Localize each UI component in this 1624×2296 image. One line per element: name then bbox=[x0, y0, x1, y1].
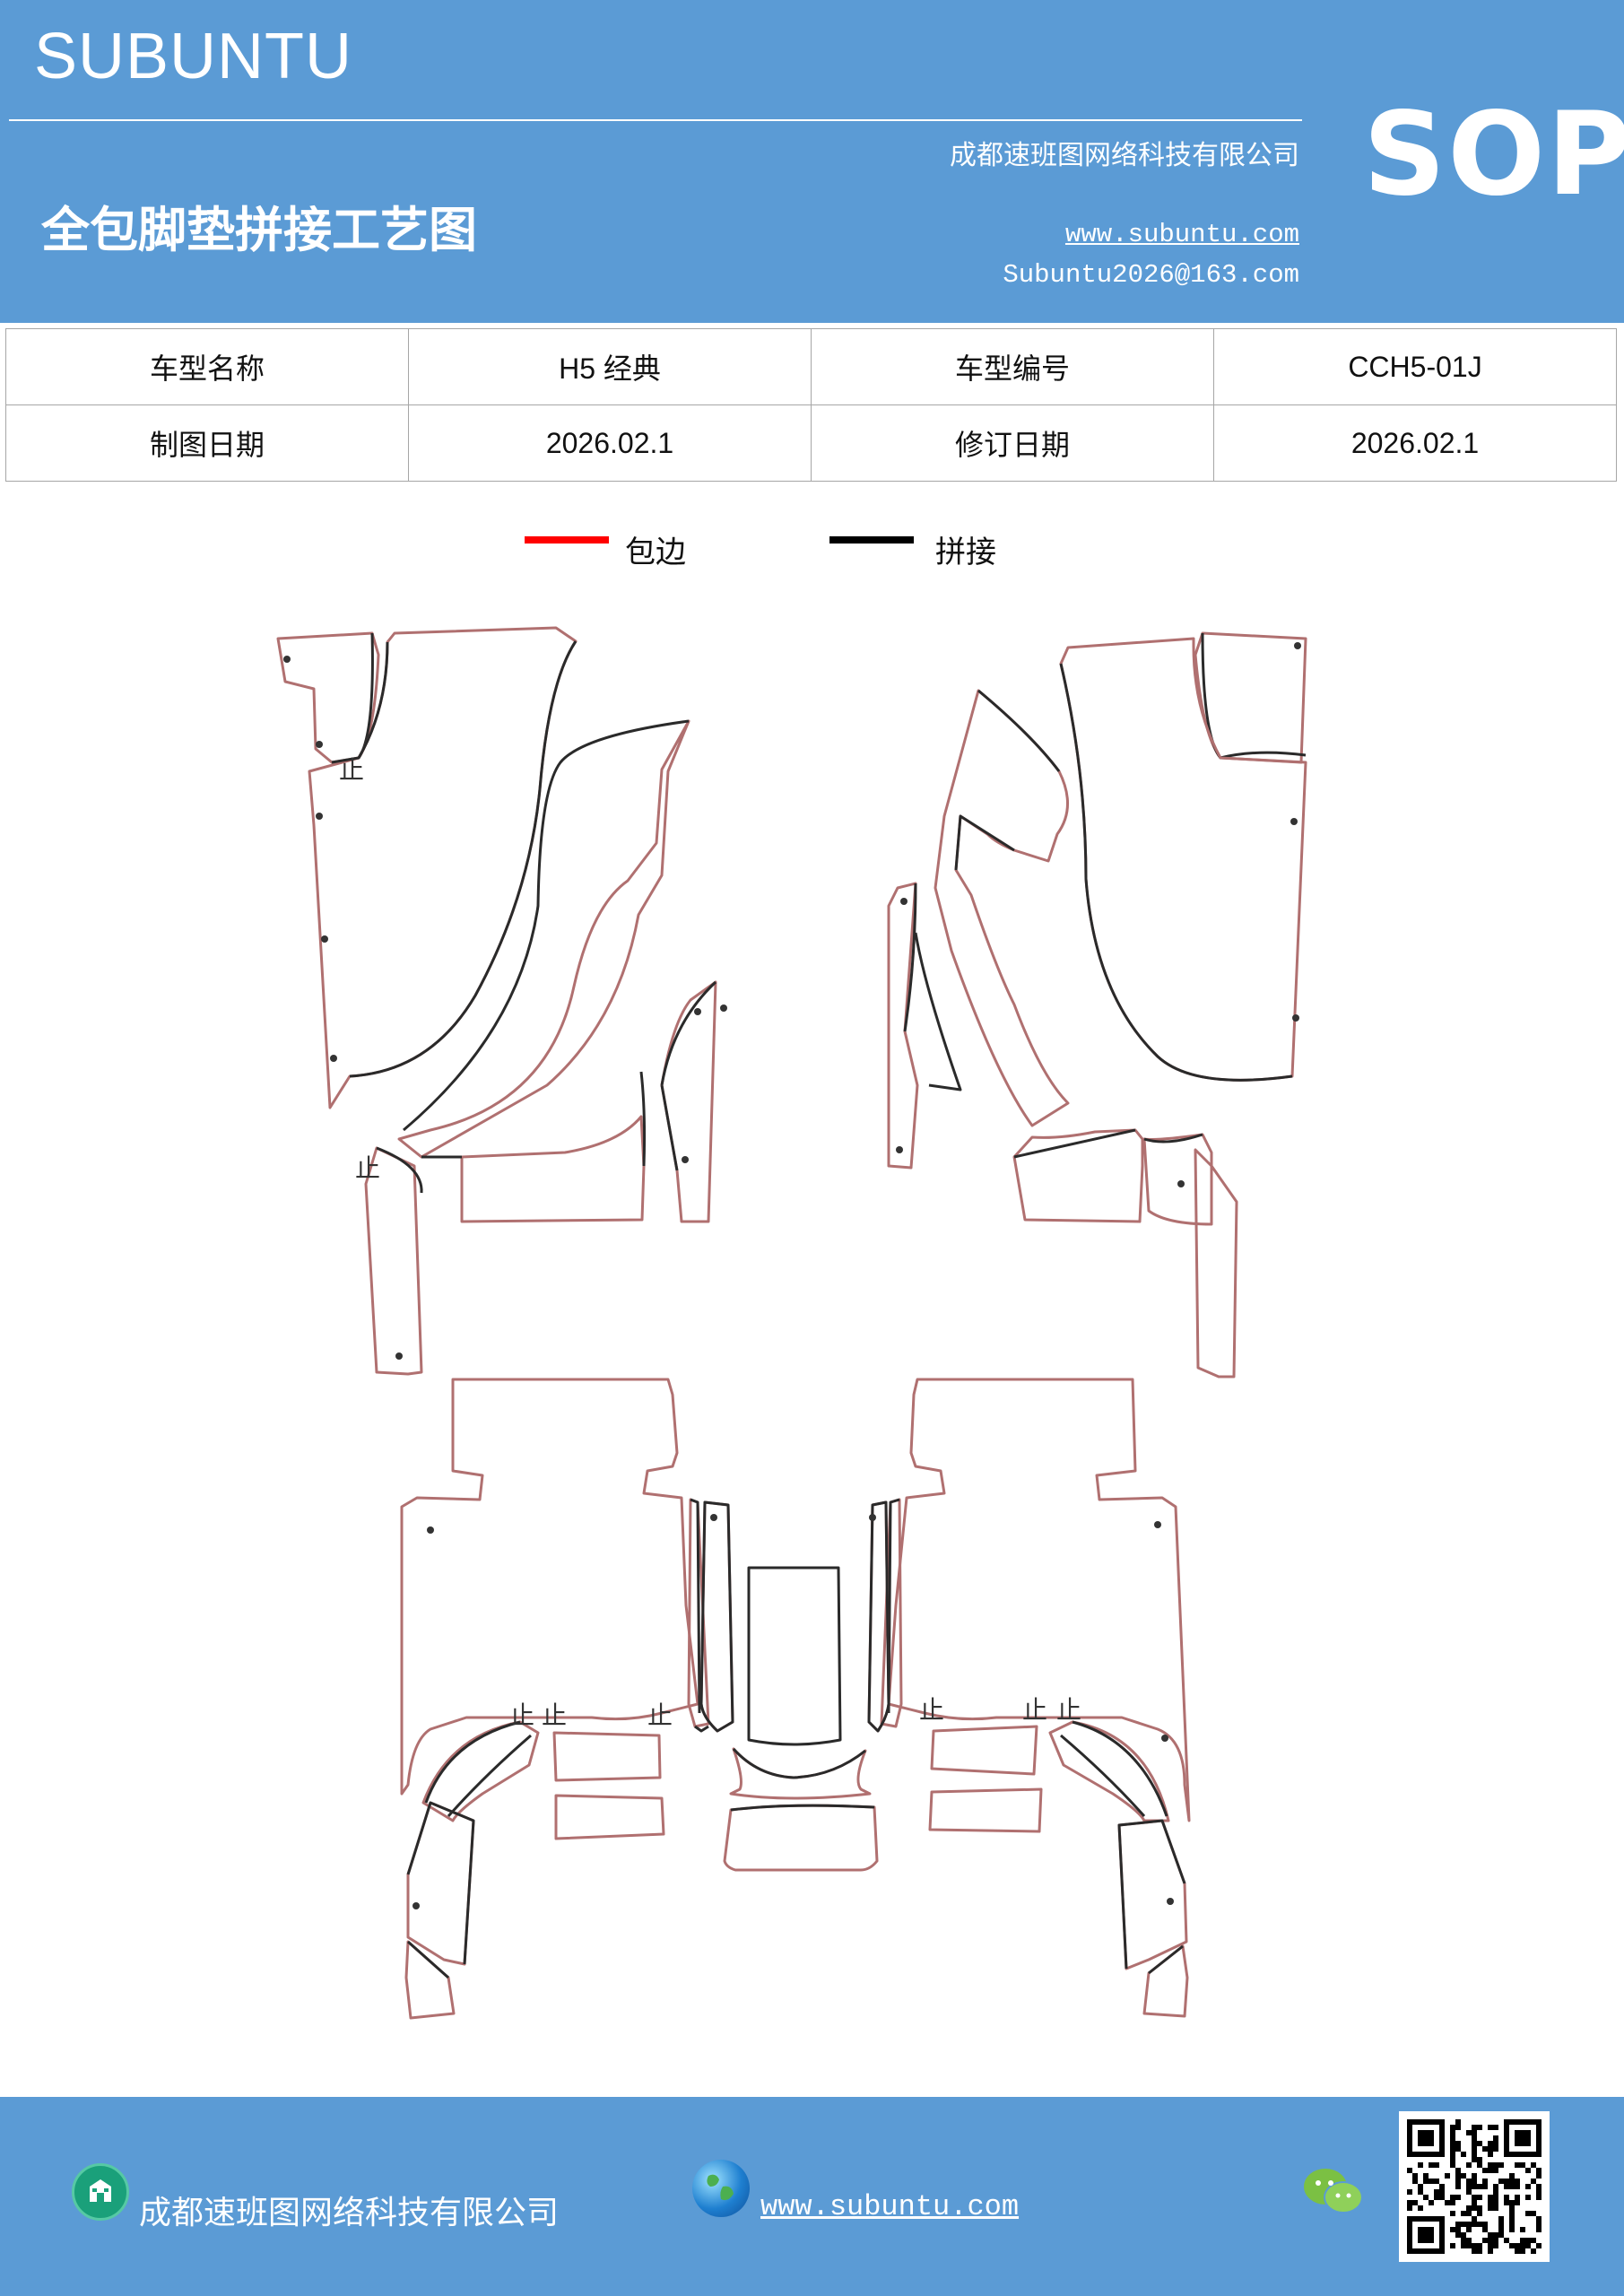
pattern-piece bbox=[747, 1566, 842, 1746]
header-website-link[interactable]: www.subuntu.com bbox=[1064, 220, 1299, 249]
model-name-label: 车型名称 bbox=[5, 328, 409, 405]
stop-mark-label: 止 bbox=[1022, 1695, 1047, 1725]
pattern-piece bbox=[934, 689, 1070, 1127]
pattern-piece bbox=[660, 980, 717, 1223]
globe-icon bbox=[692, 2160, 750, 2217]
model-name-value: H5 经典 bbox=[408, 328, 812, 405]
qr-code bbox=[1399, 2111, 1550, 2262]
pattern-piece bbox=[1142, 1133, 1213, 1226]
pattern-piece bbox=[460, 1115, 646, 1223]
pattern-piece bbox=[930, 1725, 1038, 1776]
front-right-group bbox=[720, 631, 1307, 1378]
pattern-piece bbox=[928, 1787, 1043, 1833]
pattern-piece bbox=[397, 719, 690, 1159]
model-code-value: CCH5-01J bbox=[1213, 328, 1617, 405]
header-banner: SUBUNTU 成都速班图网络科技有限公司 全包脚垫拼接工艺图 www.subu… bbox=[0, 0, 1624, 323]
pattern-piece bbox=[887, 882, 919, 1170]
draw-date-value: 2026.02.1 bbox=[408, 404, 812, 482]
stop-mark-label: 止 bbox=[339, 755, 364, 785]
pattern-piece bbox=[1012, 1128, 1144, 1223]
footer-website-link[interactable]: www.subuntu.com bbox=[760, 2190, 1020, 2223]
header-email: Subuntu2026@163.com bbox=[1003, 260, 1299, 290]
draw-date-label: 制图日期 bbox=[5, 404, 409, 482]
brand-name: SUBUNTU bbox=[34, 21, 353, 92]
pattern-piece bbox=[276, 631, 380, 764]
revise-date-value: 2026.02.1 bbox=[1213, 404, 1617, 482]
pattern-piece bbox=[554, 1794, 665, 1840]
wechat-icon bbox=[1300, 2163, 1367, 2219]
splice-legend-label: 拼接 bbox=[935, 535, 996, 570]
rear-right-group bbox=[867, 1378, 1191, 2018]
pattern-piece bbox=[723, 1804, 879, 1872]
stop-mark-label: 止 bbox=[355, 1153, 380, 1183]
model-code-label: 车型编号 bbox=[811, 328, 1214, 405]
pattern-piece bbox=[1059, 637, 1307, 1082]
pattern-piece bbox=[552, 1731, 662, 1782]
table-row: 车型名称 H5 经典 车型编号 CCH5-01J bbox=[5, 328, 1617, 405]
edge-legend-label: 包边 bbox=[625, 535, 686, 570]
company-icon bbox=[72, 2163, 129, 2221]
stop-mark-label: 止 bbox=[509, 1700, 534, 1730]
splice-line-swatch bbox=[829, 536, 914, 544]
stop-mark-label: 止 bbox=[542, 1700, 567, 1730]
pattern-piece bbox=[887, 1378, 1191, 1822]
header-company: 成都速班图网络科技有限公司 bbox=[950, 140, 1299, 171]
pattern-piece bbox=[400, 1378, 699, 1796]
alignment-dots-rear-left bbox=[413, 1514, 717, 1909]
footer-banner: 成都速班图网络科技有限公司 www.subuntu.com bbox=[0, 2097, 1624, 2296]
pattern-piece bbox=[1194, 1148, 1238, 1378]
pattern-piece bbox=[364, 1146, 423, 1376]
revise-date-label: 修订日期 bbox=[811, 404, 1214, 482]
alignment-dots-front-left bbox=[283, 656, 701, 1360]
page-title: 全包脚垫拼接工艺图 bbox=[41, 201, 477, 258]
pattern-piece bbox=[406, 1801, 475, 1966]
pattern-piece bbox=[729, 1747, 872, 1800]
stop-mark-label: 止 bbox=[647, 1700, 673, 1730]
info-table: 车型名称 H5 经典 车型编号 CCH5-01J 制图日期 2026.02.1 … bbox=[5, 328, 1617, 482]
pattern-piece bbox=[1142, 1944, 1189, 2018]
footer-company: 成都速班图网络科技有限公司 bbox=[139, 2195, 560, 2231]
table-row: 制图日期 2026.02.1 修订日期 2026.02.1 bbox=[5, 404, 1617, 482]
pattern-piece bbox=[404, 1940, 456, 2020]
header-divider bbox=[9, 119, 1302, 121]
stop-mark-label: 止 bbox=[1056, 1695, 1081, 1725]
sop-badge: SOP bbox=[1363, 88, 1624, 222]
stop-mark-label: 止 bbox=[919, 1695, 944, 1725]
pattern-piece bbox=[1117, 1819, 1188, 1970]
stop-marks: 止 止 止 止 止 止 止 止 bbox=[339, 755, 1081, 1730]
edge-line-swatch bbox=[525, 536, 609, 544]
